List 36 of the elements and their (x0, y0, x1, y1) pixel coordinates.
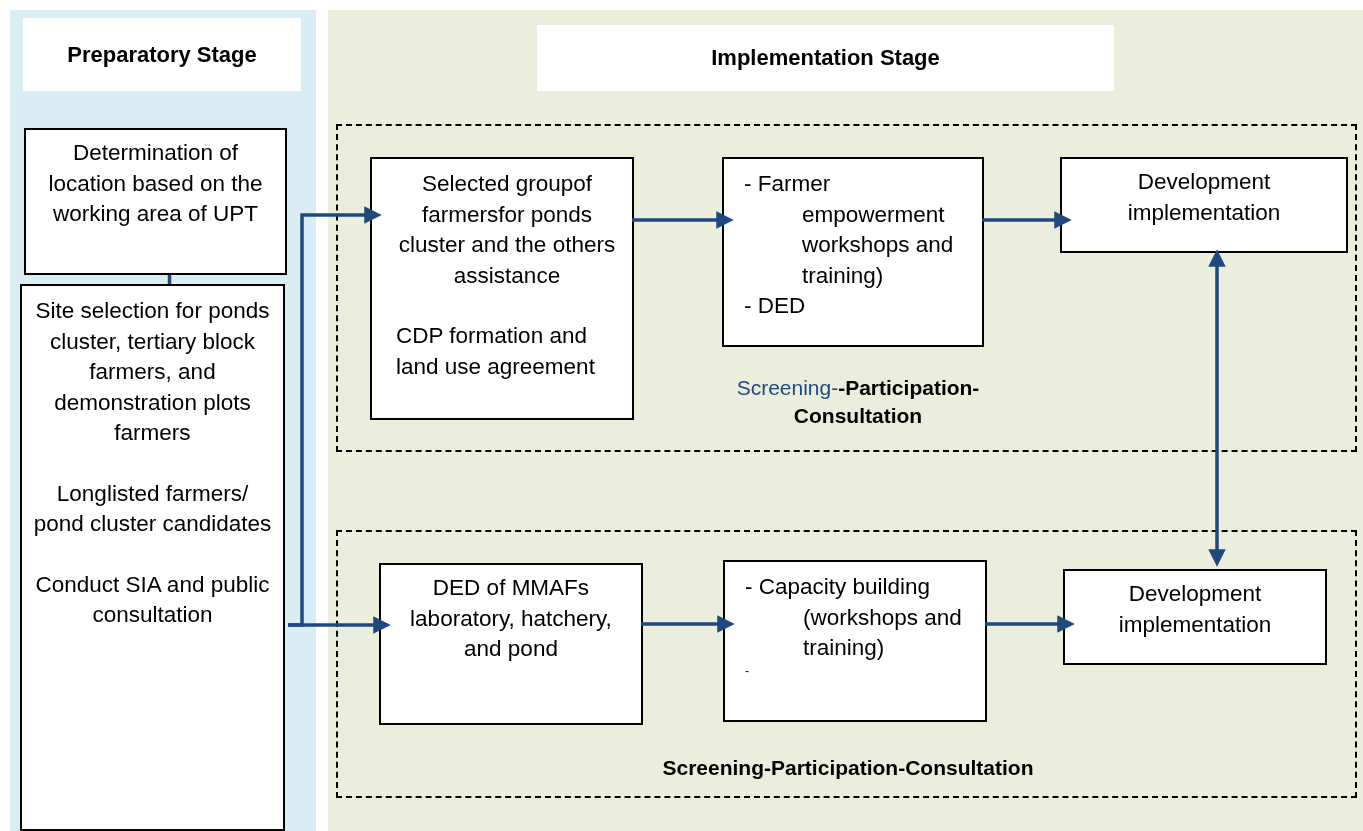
box-text: - Capacity building (workshops and training) (745, 573, 963, 662)
arrow (641, 615, 735, 633)
arrow (982, 211, 1072, 229)
stage-panel (10, 10, 316, 831)
dashed-group (336, 530, 1357, 798)
process-box (24, 128, 287, 275)
box-text: Development implementation (1117, 580, 1273, 639)
process-box (379, 563, 643, 725)
stage-heading: Implementation Stage (537, 25, 1114, 91)
box-text: - (745, 663, 750, 678)
stage-heading: Preparatory Stage (23, 18, 301, 91)
box-text: Conduct SIA and public consultation (34, 570, 271, 629)
process-box (1060, 157, 1348, 253)
box-text: Determination of location based on the working area of UPT (47, 139, 264, 228)
box-text: Development implementation (1126, 168, 1282, 227)
box-text: - DED (744, 292, 807, 320)
box-text: CDP formation and land use agreement (396, 322, 596, 381)
dashed-group (336, 124, 1357, 452)
arrow (632, 211, 734, 229)
group-label: Screening--Participation- Consultation (735, 375, 981, 429)
process-box (722, 157, 984, 347)
group-label: Screening-Participation-Consultation (661, 755, 1035, 781)
process-box (370, 157, 634, 420)
arrow (1208, 249, 1226, 567)
connector-line (167, 275, 172, 284)
arrow (985, 615, 1075, 633)
process-box (1063, 569, 1327, 665)
process-box (20, 284, 285, 831)
box-text: DED of MMAFs laboratory, hatchery, and pond (409, 574, 613, 663)
process-box (723, 560, 987, 722)
stage-panel (328, 10, 1363, 831)
box-text: Selected groupof farmersfor ponds cluster and the others assistance (397, 170, 617, 290)
box-text: Longlisted farmers/ pond cluster candidates (32, 479, 273, 538)
box-text: - Farmer empowerment workshops and training) (744, 170, 955, 290)
box-text: Site selection for ponds cluster, tertiary block farmers, and demonstration plots farmers (34, 297, 271, 447)
arrow (288, 616, 391, 634)
